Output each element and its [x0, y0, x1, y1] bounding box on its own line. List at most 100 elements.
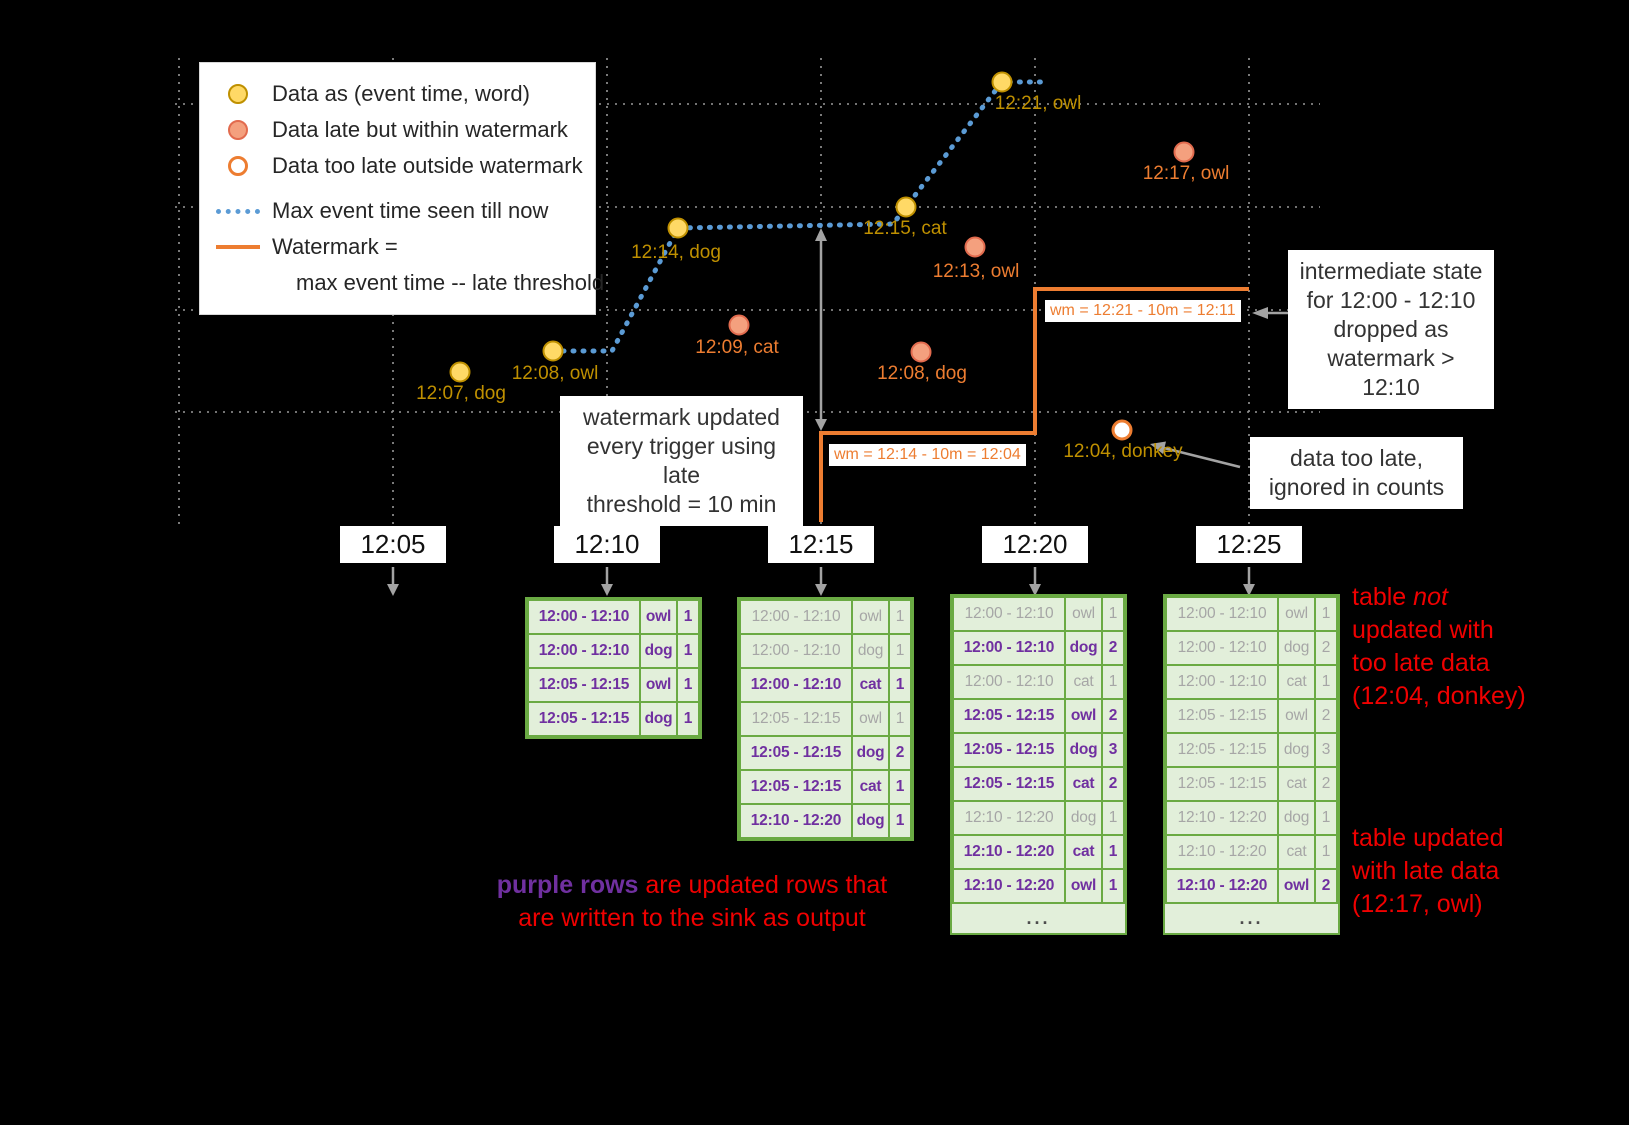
window-cell: 12:05 - 12:15 — [1165, 732, 1279, 768]
window-cell: 12:00 - 12:10 — [739, 599, 853, 635]
count-cell: 3 — [1314, 732, 1338, 768]
legend-label: max event time -- late threshold — [296, 270, 605, 295]
window-cell: 12:10 - 12:20 — [952, 868, 1066, 904]
count-cell: 1 — [1314, 596, 1338, 632]
watermark-label-1: wm = 12:14 - 10m = 12:04 — [829, 444, 1026, 466]
data-point-toolate — [1111, 419, 1133, 441]
word-cell: cat — [851, 667, 890, 703]
word-cell: owl — [851, 599, 890, 635]
word-cell: dog — [1277, 732, 1316, 768]
count-cell: 1 — [888, 803, 912, 839]
count-cell: 2 — [888, 735, 912, 771]
window-cell: 12:10 - 12:20 — [739, 803, 853, 839]
word-cell: dog — [851, 803, 890, 839]
axis-tick-1220: 12:20 — [982, 526, 1088, 563]
data-point-label: 12:07, dog — [416, 383, 506, 404]
data-point-late — [964, 236, 986, 258]
window-cell: 12:05 - 12:15 — [739, 769, 853, 805]
word-cell: owl — [639, 599, 678, 635]
count-cell: 1 — [888, 599, 912, 635]
watermark-line-icon — [216, 245, 260, 249]
count-cell: 3 — [1101, 732, 1125, 768]
data-point-ontime — [895, 196, 917, 218]
data-point-label: 12:15, cat — [863, 218, 947, 239]
data-point-label: 12:08, dog — [877, 363, 967, 384]
data-point-label: 12:13, owl — [932, 261, 1020, 282]
count-cell: 1 — [1101, 664, 1125, 700]
window-cell: 12:05 - 12:15 — [952, 766, 1066, 802]
callout-too-late: data too late, ignored in counts — [1250, 437, 1463, 509]
word-cell: dog — [851, 633, 890, 669]
legend-item-watermark: Watermark = — [210, 229, 589, 265]
count-cell: 1 — [1101, 800, 1125, 836]
window-cell: 12:05 - 12:15 — [527, 667, 641, 703]
ellipsis-row: ... — [1166, 902, 1337, 933]
window-cell: 12:00 - 12:10 — [952, 630, 1066, 666]
word-cell: owl — [1064, 868, 1103, 904]
not-updated-italic: not — [1413, 583, 1448, 611]
window-cell: 12:05 - 12:15 — [1165, 766, 1279, 802]
count-cell: 2 — [1101, 766, 1125, 802]
count-cell: 1 — [1101, 596, 1125, 632]
count-cell: 2 — [1314, 698, 1338, 734]
window-cell: 12:00 - 12:10 — [952, 664, 1066, 700]
word-cell: owl — [639, 667, 678, 703]
count-cell: 1 — [1101, 834, 1125, 870]
word-cell: dog — [1064, 732, 1103, 768]
word-cell: owl — [1064, 698, 1103, 734]
intermediate-state-arrow — [1252, 307, 1288, 319]
window-cell: 12:10 - 12:20 — [1165, 868, 1279, 904]
window-cell: 12:10 - 12:20 — [952, 800, 1066, 836]
data-point-label: 12:08, owl — [511, 363, 599, 384]
data-point-late — [728, 314, 750, 336]
late-threshold-double-arrow — [815, 228, 827, 431]
not-updated-note: table not updated with too late data (12… — [1352, 581, 1562, 713]
purple-rows-note-rest: are updated rows that are written to the… — [518, 871, 888, 932]
callout-intermediate-state: intermediate state for 12:00 - 12:10 dro… — [1288, 250, 1494, 409]
count-cell: 2 — [1314, 630, 1338, 666]
window-cell: 12:00 - 12:10 — [1165, 596, 1279, 632]
too-late-dot-icon — [228, 156, 248, 176]
max-event-time-line-icon — [216, 208, 260, 214]
legend: Data as (event time, word) Data late but… — [199, 62, 604, 315]
data-point-ontime — [449, 361, 471, 383]
purple-rows-note-lead: purple rows — [496, 871, 639, 899]
window-cell: 12:05 - 12:15 — [739, 735, 853, 771]
updated-note: table updated with late data (12:17, owl… — [1352, 824, 1504, 918]
count-cell: 1 — [676, 701, 700, 737]
watermark-line — [819, 287, 1249, 522]
count-cell: 2 — [1314, 766, 1338, 802]
word-cell: cat — [1064, 766, 1103, 802]
window-cell: 12:05 - 12:15 — [952, 698, 1066, 734]
not-updated-line3: too late data — [1352, 649, 1490, 677]
word-cell: cat — [851, 769, 890, 805]
data-point-label: 12:04, donkey — [1063, 441, 1183, 462]
data-point-ontime — [667, 217, 689, 239]
count-cell: 1 — [888, 769, 912, 805]
word-cell: owl — [1064, 596, 1103, 632]
watermark-label-2: wm = 12:21 - 10m = 12:11 — [1045, 300, 1241, 322]
